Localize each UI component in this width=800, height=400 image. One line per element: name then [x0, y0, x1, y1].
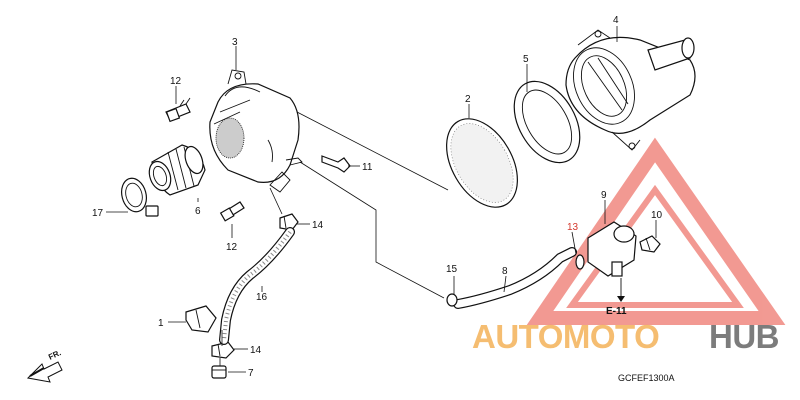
part-8-hose: [453, 247, 577, 309]
callout-6: 6: [195, 206, 201, 217]
part-4-filter-housing: [565, 29, 696, 151]
part-7-plug: [211, 365, 227, 379]
part-9-valve: [587, 221, 637, 277]
part-12-bolt-lower: [219, 201, 245, 222]
part-6-boot: [148, 144, 206, 196]
part-16-tube: [219, 227, 295, 345]
diagram-code: GCFEF1300A: [618, 373, 675, 383]
callout-17: 17: [92, 208, 104, 219]
callout-15: 15: [446, 264, 458, 275]
callout-7: 7: [248, 368, 254, 379]
watermark-text: AUTOMOTO HUB: [472, 318, 780, 355]
callout-9: 9: [601, 190, 607, 201]
callout-12-lower: 12: [226, 242, 238, 253]
callout-4: 4: [613, 15, 619, 26]
callout-leaders: [106, 26, 657, 373]
callout-12-upper: 12: [170, 76, 182, 87]
reference-label: E-11: [606, 306, 627, 317]
callout-2: 2: [465, 94, 471, 105]
front-direction-label: FR.: [47, 348, 62, 362]
callout-13: 13: [567, 222, 579, 233]
part-11-bolt: [321, 155, 351, 173]
part-12-bolt-upper: [165, 97, 191, 123]
part-2-filter-element: [446, 118, 518, 208]
part-17-clamp: [121, 177, 159, 217]
callout-16: 16: [256, 292, 268, 303]
callout-8: 8: [502, 266, 508, 277]
part-5-gasket: [513, 80, 581, 164]
front-direction-indicator: FR.: [26, 348, 63, 383]
part-3-cover: [209, 69, 303, 193]
callout-14-upper: 14: [312, 220, 324, 231]
part-15-clip: [446, 293, 458, 307]
part-1-holder: [185, 305, 217, 333]
callout-5: 5: [523, 54, 529, 65]
part-14-clip-upper: [279, 213, 299, 231]
callout-14-lower: 14: [250, 345, 262, 356]
part-10-screw: [639, 235, 661, 253]
callout-1: 1: [158, 318, 164, 329]
callout-10: 10: [651, 210, 663, 221]
callout-11: 11: [362, 162, 373, 173]
watermark-text-light: AUTOMOTO: [472, 318, 659, 355]
watermark-text-dark: HUB: [709, 318, 779, 355]
callout-3: 3: [232, 37, 238, 48]
assembly-lines: [219, 111, 625, 366]
part-13-oring: [575, 254, 585, 270]
